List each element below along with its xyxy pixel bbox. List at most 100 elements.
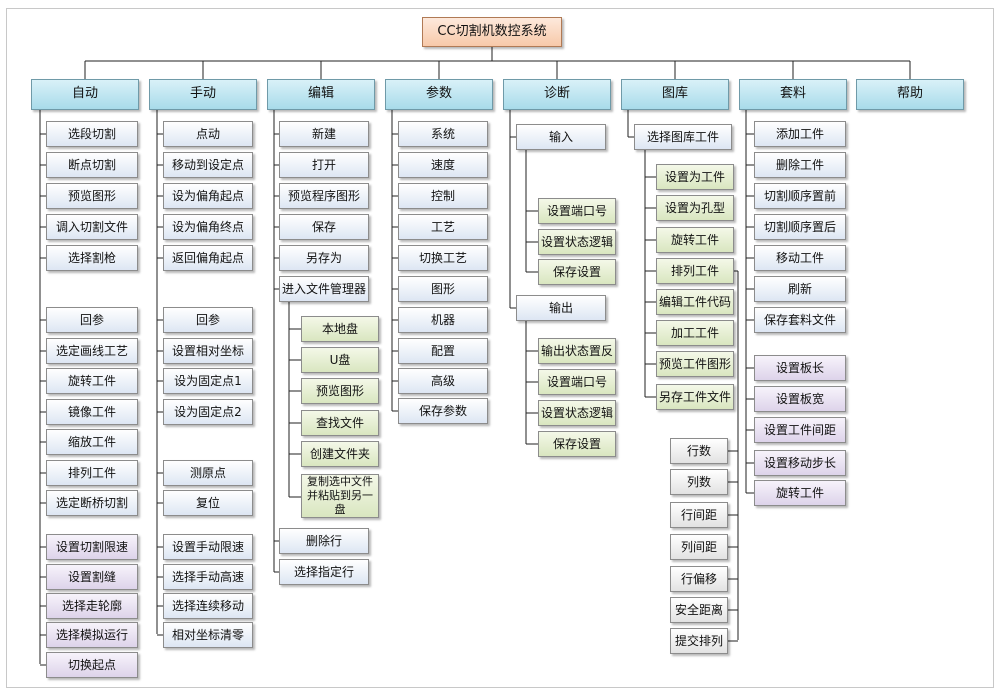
manual-item: 设为偏角起点 xyxy=(163,183,253,209)
auto-item: 镜像工件 xyxy=(46,399,138,425)
nest-item: 切割顺序置前 xyxy=(754,183,846,209)
diag-input-item: 保存设置 xyxy=(538,259,616,285)
edit-item: 保存 xyxy=(279,214,369,240)
param-item: 工艺 xyxy=(398,214,488,240)
nest-item: 旋转工件 xyxy=(754,480,846,506)
auto-item: 缩放工件 xyxy=(46,429,138,455)
gallery-item: 排列工件 xyxy=(656,258,734,284)
auto-item: 设置割缝 xyxy=(46,564,138,590)
diag-input-item: 设置端口号 xyxy=(538,198,616,224)
param-item: 控制 xyxy=(398,183,488,209)
manual-item: 点动 xyxy=(163,121,253,147)
gallery-select: 选择图库工件 xyxy=(634,124,732,150)
nest-item: 设置工件间距 xyxy=(754,417,846,443)
category-1: 手动 xyxy=(149,79,257,110)
diag-output-item: 输出状态置反 xyxy=(538,338,616,364)
nest-item: 设置移动步长 xyxy=(754,450,846,476)
manual-item: 设置相对坐标 xyxy=(163,338,253,364)
nest-item: 刷新 xyxy=(754,276,846,302)
edit-item: 进入文件管理器 xyxy=(279,276,369,302)
manual-item: 设置手动限速 xyxy=(163,534,253,560)
param-item: 配置 xyxy=(398,338,488,364)
arrange-item: 行偏移 xyxy=(670,566,728,592)
diag-output-item: 设置状态逻辑 xyxy=(538,400,616,426)
diag-group: 输入 xyxy=(516,124,606,150)
nest-item: 保存套料文件 xyxy=(754,307,846,333)
file-manager-item: U盘 xyxy=(301,347,379,373)
diag-input-item: 设置状态逻辑 xyxy=(538,229,616,255)
edit-item: 预览程序图形 xyxy=(279,183,369,209)
param-item: 系统 xyxy=(398,121,488,147)
manual-item: 回参 xyxy=(163,307,253,333)
auto-item: 调入切割文件 xyxy=(46,214,138,240)
edit-item: 新建 xyxy=(279,121,369,147)
file-manager-item: 预览图形 xyxy=(301,378,379,404)
param-item: 速度 xyxy=(398,152,488,178)
gallery-item: 编辑工件代码 xyxy=(656,289,734,315)
manual-item: 设为固定点1 xyxy=(163,368,253,394)
auto-item: 选段切割 xyxy=(46,121,138,147)
manual-item: 设为固定点2 xyxy=(163,399,253,425)
arrange-item: 行间距 xyxy=(670,502,728,528)
manual-item: 设为偏角终点 xyxy=(163,214,253,240)
file-manager-item: 查找文件 xyxy=(301,410,379,436)
diag-output-item: 设置端口号 xyxy=(538,369,616,395)
edit-item: 选择指定行 xyxy=(279,559,369,585)
root-node: CC切割机数控系统 xyxy=(422,17,562,47)
manual-item: 选择连续移动 xyxy=(163,593,253,619)
nest-item: 设置板长 xyxy=(754,355,846,381)
category-2: 编辑 xyxy=(267,79,375,110)
auto-item: 旋转工件 xyxy=(46,368,138,394)
auto-item: 切换起点 xyxy=(46,652,138,678)
manual-item: 相对坐标清零 xyxy=(163,622,253,648)
param-item: 切换工艺 xyxy=(398,245,488,271)
category-7: 帮助 xyxy=(856,79,964,110)
file-manager-item: 创建文件夹 xyxy=(301,441,379,467)
diag-output-item: 保存设置 xyxy=(538,431,616,457)
manual-item: 选择手动高速 xyxy=(163,564,253,590)
auto-item: 排列工件 xyxy=(46,460,138,486)
category-5: 图库 xyxy=(621,79,729,110)
arrange-item: 行数 xyxy=(670,438,728,464)
manual-item: 移动到设定点 xyxy=(163,152,253,178)
auto-item: 设置切割限速 xyxy=(46,534,138,560)
nest-item: 移动工件 xyxy=(754,245,846,271)
category-4: 诊断 xyxy=(503,79,611,110)
gallery-item: 设置为工件 xyxy=(656,164,734,190)
nest-item: 删除工件 xyxy=(754,152,846,178)
nest-item: 切割顺序置后 xyxy=(754,214,846,240)
auto-item: 断点切割 xyxy=(46,152,138,178)
edit-item: 另存为 xyxy=(279,245,369,271)
arrange-item: 提交排列 xyxy=(670,628,728,654)
auto-item: 回参 xyxy=(46,307,138,333)
auto-item: 选定画线工艺 xyxy=(46,338,138,364)
arrange-item: 列间距 xyxy=(670,534,728,560)
auto-item: 预览图形 xyxy=(46,183,138,209)
arrange-item: 列数 xyxy=(670,469,728,495)
gallery-item: 预览工件图形 xyxy=(656,351,734,377)
nest-item: 添加工件 xyxy=(754,121,846,147)
auto-item: 选择模拟运行 xyxy=(46,622,138,648)
manual-item: 返回偏角起点 xyxy=(163,245,253,271)
param-item: 图形 xyxy=(398,276,488,302)
diagram-frame xyxy=(6,8,994,688)
auto-item: 选择割枪 xyxy=(46,245,138,271)
arrange-item: 安全距离 xyxy=(670,597,728,623)
edit-item: 删除行 xyxy=(279,528,369,554)
edit-item: 打开 xyxy=(279,152,369,178)
param-item: 机器 xyxy=(398,307,488,333)
param-item: 保存参数 xyxy=(398,398,488,424)
manual-item: 复位 xyxy=(163,490,253,516)
category-6: 套料 xyxy=(739,79,847,110)
gallery-item: 加工工件 xyxy=(656,320,734,346)
category-3: 参数 xyxy=(385,79,493,110)
gallery-item: 旋转工件 xyxy=(656,227,734,253)
gallery-item: 另存工件文件 xyxy=(656,384,734,410)
diag-group: 输出 xyxy=(516,295,606,321)
category-0: 自动 xyxy=(31,79,139,110)
manual-item: 测原点 xyxy=(163,460,253,486)
gallery-item: 设置为孔型 xyxy=(656,195,734,221)
auto-item: 选择走轮廓 xyxy=(46,593,138,619)
